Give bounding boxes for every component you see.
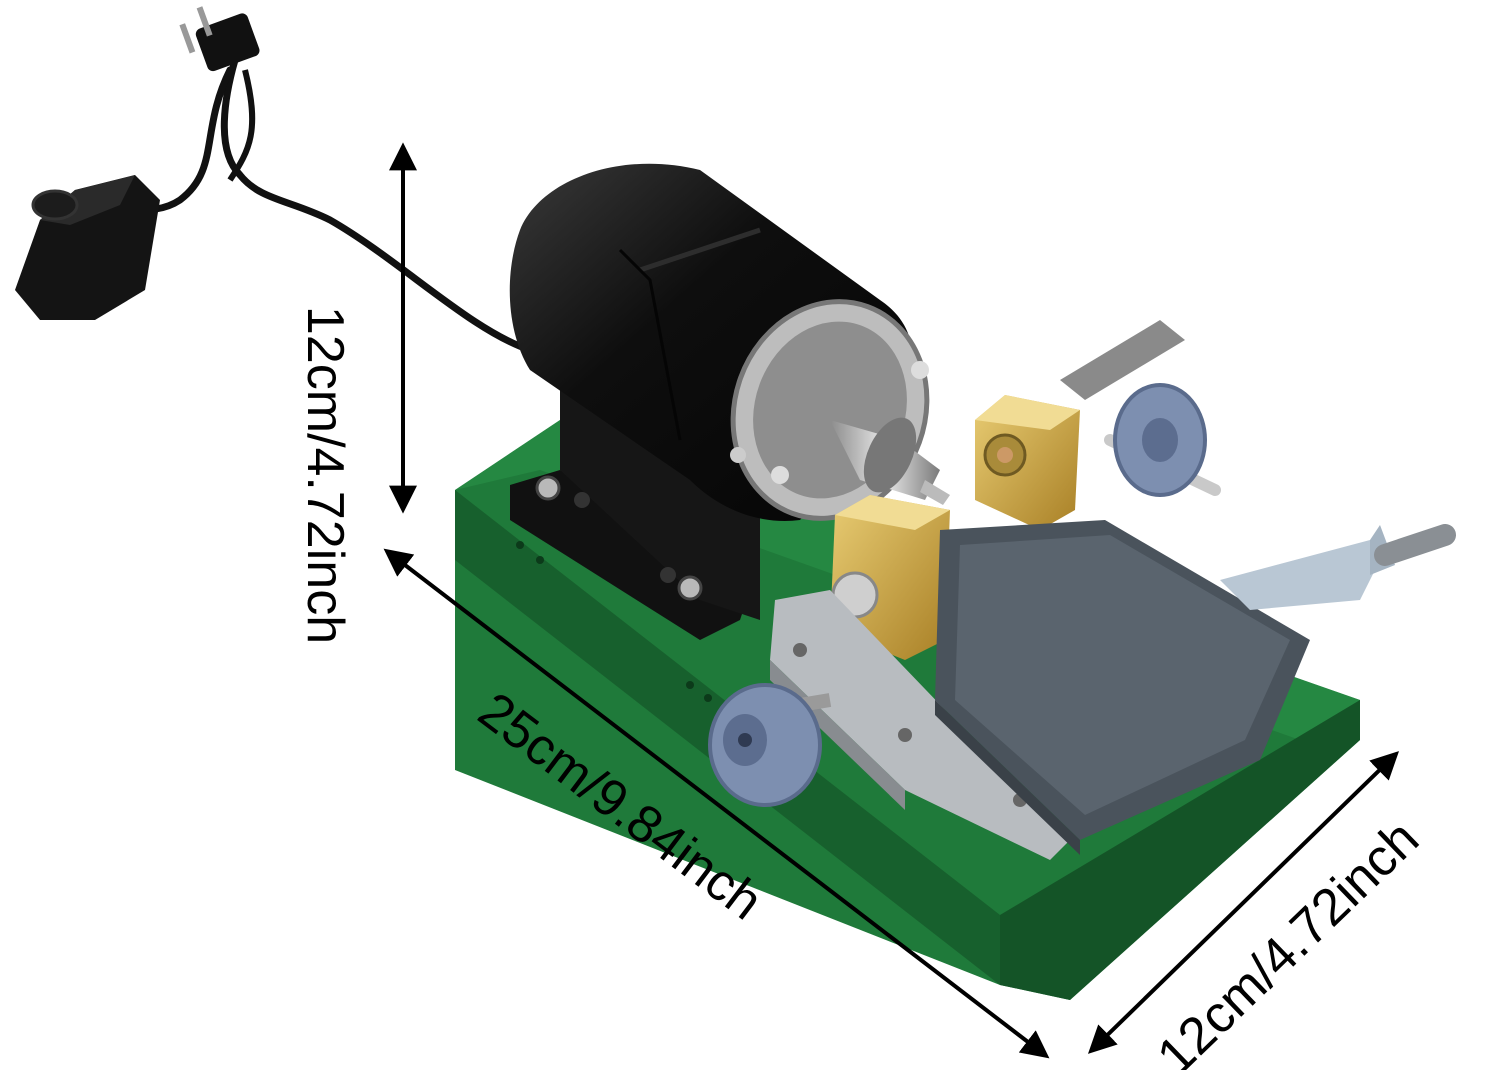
width-dimension-arrow xyxy=(1087,751,1400,1054)
brass-block-right xyxy=(975,395,1080,530)
height-dimension-label: 12cm/4.72inch xyxy=(296,306,354,644)
knob-top-right xyxy=(1113,383,1207,497)
side-crank xyxy=(1220,524,1456,610)
power-cord xyxy=(15,6,534,354)
drill-chuck xyxy=(830,417,950,505)
plug xyxy=(179,6,260,72)
foot-switch xyxy=(15,175,160,320)
motor xyxy=(509,163,950,521)
length-dimension-arrow xyxy=(383,548,1050,1059)
